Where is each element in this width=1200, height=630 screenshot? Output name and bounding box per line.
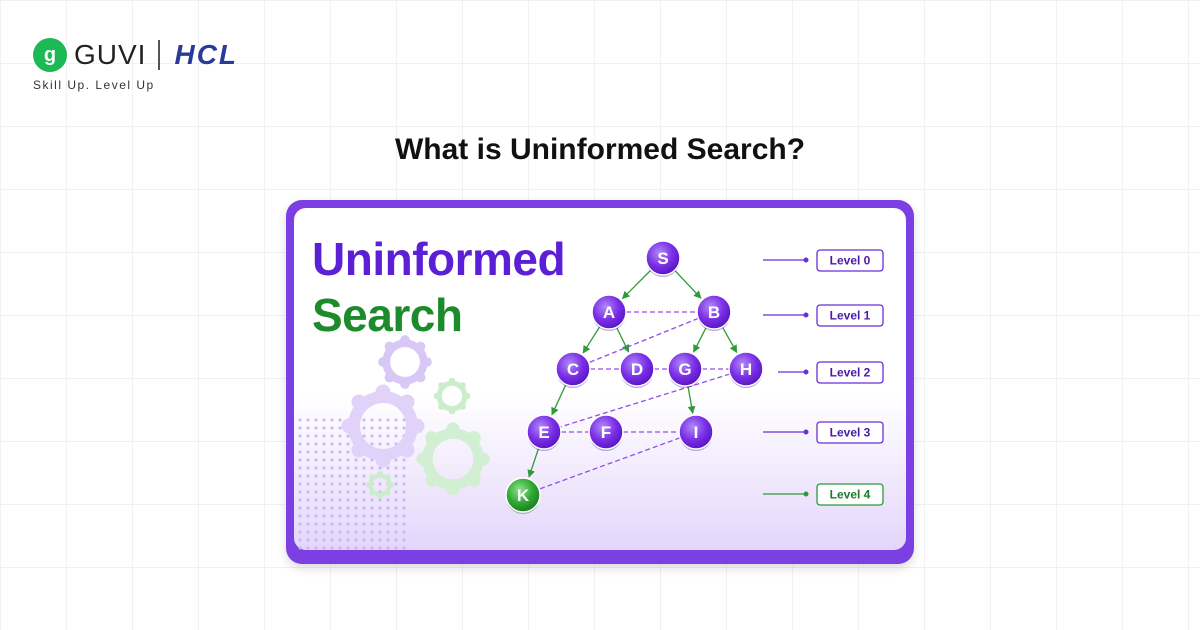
node-circle: [555, 351, 591, 387]
gear-ring: [348, 391, 418, 461]
tree-node-s: S: [645, 240, 681, 277]
level-marker-3: Level 3: [763, 421, 884, 444]
node-circle: [678, 414, 714, 450]
level-dot: [803, 429, 809, 435]
level-box: [816, 361, 884, 384]
node-circle: [619, 351, 655, 387]
level-dot: [803, 491, 809, 497]
tree-edge-a-c: [582, 326, 601, 354]
level-dot: [803, 312, 809, 318]
node-circle: [696, 294, 732, 330]
gear-icon: [416, 422, 490, 496]
node-label: D: [631, 360, 643, 379]
card-title-line2: Search: [312, 289, 463, 341]
gear-icon: [341, 384, 425, 468]
node-circle: [591, 294, 627, 330]
level-marker-2: Level 2: [778, 361, 884, 384]
tree-node-c: C: [555, 351, 591, 388]
order-link-h-e: [560, 373, 730, 428]
node-label: H: [740, 360, 752, 379]
level-box: [816, 249, 884, 272]
guvi-name: GUVI: [74, 39, 147, 70]
level-dot: [803, 257, 809, 263]
page-title: What is Uninformed Search?: [394, 133, 806, 166]
tree-node-i: I: [678, 414, 714, 451]
gear-ring: [436, 380, 468, 412]
node-label: S: [657, 249, 668, 268]
tree-node-h: H: [728, 351, 764, 388]
node-label: A: [603, 303, 615, 322]
tree-edge-b-g: [693, 326, 707, 353]
hcl-name: HCL: [174, 39, 239, 70]
node-circle: [667, 351, 703, 387]
gear-icon: [433, 377, 471, 415]
level-label: Level 1: [830, 309, 871, 323]
level-label: Level 3: [830, 426, 871, 440]
node-label: G: [678, 360, 691, 379]
tree-edge-c-e: [551, 384, 567, 416]
level-box: [816, 483, 884, 506]
tree-edge-s-a: [621, 269, 652, 300]
tree-node-d: D: [619, 351, 655, 388]
node-circle: [728, 351, 764, 387]
node-circle: [645, 240, 681, 276]
order-link-i-k: [538, 437, 681, 490]
brand-row: g GUVI HCL: [33, 38, 238, 72]
node-circle: [526, 414, 562, 450]
gear-icon: [366, 471, 394, 499]
tree-edge-g-i: [687, 385, 696, 415]
level-box: [816, 421, 884, 444]
level-dot: [803, 369, 809, 375]
guvi-logo-icon: g: [33, 38, 67, 72]
node-circle: [588, 414, 624, 450]
node-label: E: [538, 423, 549, 442]
node-circle: [505, 477, 541, 513]
node-label: C: [567, 360, 579, 379]
tree-node-f: F: [588, 414, 624, 451]
gear-ring: [382, 339, 428, 385]
node-label: F: [601, 423, 611, 442]
node-label: B: [708, 303, 720, 322]
tree-edge-s-b: [674, 269, 702, 299]
gear-ring: [422, 428, 484, 490]
level-label: Level 4: [830, 488, 871, 502]
order-link-b-c: [588, 317, 699, 364]
level-box: [816, 304, 884, 327]
tree-node-b: B: [696, 294, 732, 331]
level-marker-1: Level 1: [763, 304, 884, 327]
card-title-line1: Uninformed: [312, 233, 566, 285]
brand-logo[interactable]: g GUVI HCL Skill Up. Level Up: [33, 38, 238, 92]
gear-ring: [368, 473, 392, 497]
tree-edge-b-h: [721, 326, 738, 354]
level-label: Level 2: [830, 366, 871, 380]
tree-node-e: E: [526, 414, 562, 451]
gear-icon: [378, 335, 432, 389]
brand-tagline: Skill Up. Level Up: [33, 78, 155, 92]
tree-node-a: A: [591, 294, 627, 331]
level-marker-0: Level 0: [763, 249, 884, 272]
tree-node-g: G: [667, 351, 703, 388]
tree-node-k: K: [505, 477, 541, 514]
node-label: K: [517, 486, 530, 505]
level-marker-4: Level 4: [763, 483, 884, 506]
level-label: Level 0: [830, 254, 871, 268]
brand-divider: [158, 40, 161, 70]
tree-edge-e-k: [527, 447, 540, 478]
tree-edge-a-d: [615, 326, 630, 353]
node-label: I: [694, 423, 699, 442]
